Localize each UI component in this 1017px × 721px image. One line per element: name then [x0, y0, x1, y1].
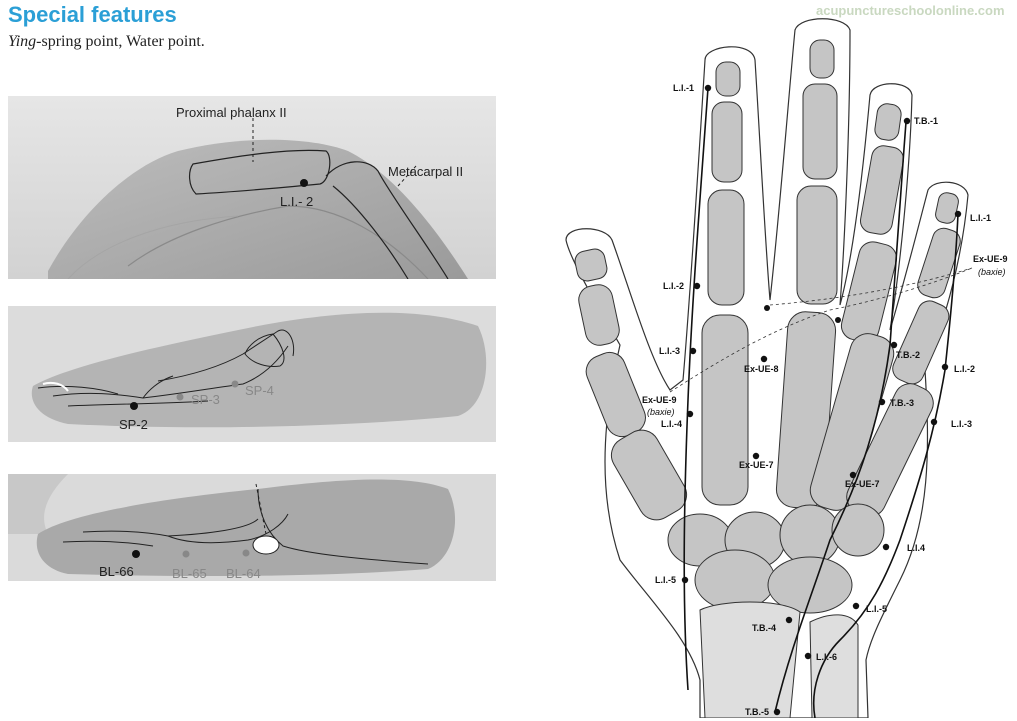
hand-label-li3-right: L.I.-3: [951, 419, 972, 429]
hand-skin: [48, 139, 468, 279]
point-bl65-marker: [182, 550, 190, 558]
hand-photo-panel: Proximal phalanx II Metacarpal II L.I.- …: [8, 96, 496, 279]
hand-label-li2-right: L.I.-2: [954, 364, 975, 374]
hand-label-li4-right: L.I.4: [907, 543, 925, 553]
label-metacarpal: Metacarpal II: [388, 164, 463, 179]
hand-label-exue7-right: Ex-UE-7: [845, 479, 880, 489]
point-sp3-marker: [176, 393, 184, 401]
page-subtitle: Ying-spring point, Water point.: [8, 33, 205, 51]
point-bl66-marker: [132, 550, 140, 558]
page-title: Special features: [8, 2, 177, 27]
hand-label-exue9-left: Ex-UE-9: [642, 395, 677, 405]
label-bl64: BL-64: [226, 566, 261, 581]
point-sp4-marker: [231, 380, 239, 388]
hand-label-li6: L.I.-6: [816, 652, 837, 662]
hand-label-exue9-right: Ex-UE-9: [973, 254, 1008, 264]
hand-label-li1: L.I.-1: [673, 83, 694, 93]
watermark: acupunctureschoolonline.com: [816, 3, 1005, 18]
label-proximal-phalanx: Proximal phalanx II: [176, 105, 287, 120]
hand-label-baxie-left: (baxie): [647, 407, 675, 417]
lateral-malleolus-marker: [252, 535, 280, 555]
hand-label-tb3: T.B.-3: [890, 398, 914, 408]
acupoint-markers: [681, 84, 962, 716]
point-li2-marker: [300, 179, 308, 187]
hand-label-li5-left: L.I.-5: [655, 575, 676, 585]
hand-label-exue7-left: Ex-UE-7: [739, 460, 774, 470]
hand-label-exue8: Ex-UE-8: [744, 364, 779, 374]
hand-label-baxie-right: (baxie): [978, 267, 1006, 277]
label-li2: L.I.- 2: [280, 194, 313, 209]
foot-lateral-panel: BL-66 BL-65 BL-64: [8, 474, 496, 581]
hand-label-li2-left: L.I.-2: [663, 281, 684, 291]
hand-skeleton-diagram: L.I.-1 L.I.-2 L.I.-3 Ex-UE-9 (baxie) L.I…: [565, 18, 1008, 718]
label-bl65: BL-65: [172, 566, 207, 581]
subtitle-text: -spring point, Water point.: [36, 33, 205, 50]
label-sp2: SP-2: [119, 417, 148, 432]
hand-label-tb2: T.B.-2: [896, 350, 920, 360]
foot-lateral-photo: BL-66 BL-65 BL-64: [8, 474, 496, 581]
subtitle-italic: Ying: [8, 33, 37, 50]
hand-label-tb4: T.B.-4: [752, 623, 776, 633]
point-bl64-marker: [242, 549, 250, 557]
foot-medial-panel: SP-2 SP-3 SP-4: [8, 306, 496, 442]
metacarpal-outline: [325, 161, 449, 279]
point-sp2-marker: [130, 402, 138, 410]
hand-label-tb5: T.B.-5: [745, 707, 769, 717]
foot-medial-photo: SP-2 SP-3 SP-4: [8, 306, 496, 442]
hand-photo: Proximal phalanx II Metacarpal II L.I.- …: [8, 96, 496, 279]
label-sp4: SP-4: [245, 383, 274, 398]
hand-label-li5-right: L.I.-5: [866, 604, 887, 614]
hand-label-tb1: T.B.-1: [914, 116, 938, 126]
foot-lateral-skin: [36, 479, 456, 577]
proximal-phalanx-outline: [189, 149, 331, 195]
hand-label-li1-right: L.I.-1: [970, 213, 991, 223]
meridian-lines: [683, 87, 959, 718]
foot-skin: [31, 312, 487, 428]
label-bl66: BL-66: [99, 564, 134, 579]
label-sp3: SP-3: [191, 392, 220, 407]
hand-label-li3-left: L.I.-3: [659, 346, 680, 356]
hand-label-li4: L.I.-4: [661, 419, 682, 429]
hand-bones: [574, 39, 961, 718]
